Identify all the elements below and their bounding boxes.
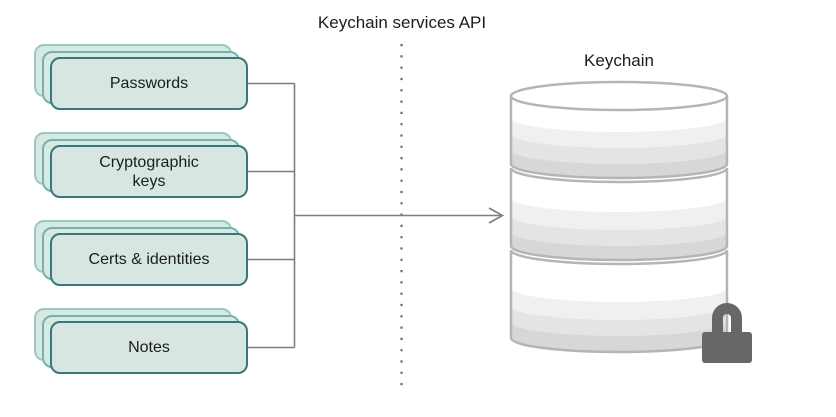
card-cryptographic-keys: Cryptographic keys [50,145,248,198]
card-label-cryptographic-keys: Cryptographic keys [99,153,199,190]
card-certs-identities: Certs & identities [50,233,248,286]
card-notes: Notes [50,321,248,374]
keychain-db-title: Keychain [584,51,654,70]
card-stack-passwords: Passwords [34,44,248,110]
card-label-passwords: Passwords [109,75,189,92]
card-stack-certs-identities: Certs & identities [34,220,248,286]
card-passwords: Passwords [50,57,248,110]
api-boundary-title: Keychain services API [317,13,487,32]
card-stack-notes: Notes [34,308,248,374]
card-label-notes: Notes [128,339,170,356]
card-stack-cryptographic-keys: Cryptographic keys [34,132,248,198]
card-label-certs-identities: Certs & identities [88,251,210,268]
database-icon [509,80,729,354]
arrow-right-icon [488,207,505,224]
lock-icon [702,303,752,363]
connector-lines [248,82,505,349]
